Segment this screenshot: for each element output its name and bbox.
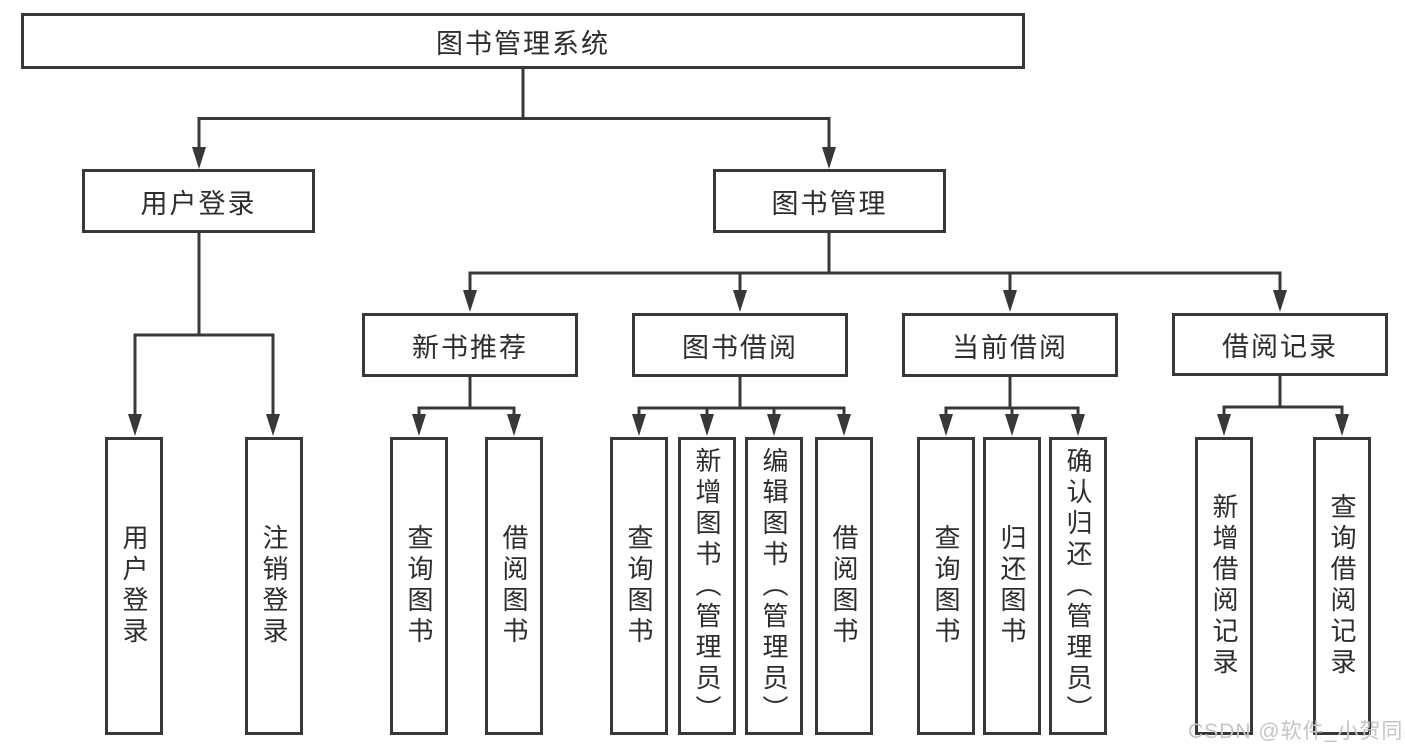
leaf-return-books: 归还图书: [983, 437, 1041, 735]
leaf-add-borrow-record: 新增借阅记录: [1195, 437, 1253, 735]
leaf-borrow-books-recommend: 借阅图书: [485, 437, 543, 735]
node-book-borrow: 图书借阅: [632, 313, 848, 377]
leaf-user-login: 用户登录: [105, 437, 163, 735]
leaf-query-borrow-record: 查询借阅记录: [1313, 437, 1371, 735]
leaf-borrow-books: 借阅图书: [815, 437, 873, 735]
node-user-login: 用户登录: [82, 169, 315, 233]
connector-paths: [133, 67, 1344, 419]
node-current-borrow: 当前借阅: [902, 313, 1118, 377]
leaf-confirm-return-admin: 确认归还（管理员）: [1049, 437, 1107, 735]
node-book-management: 图书管理: [713, 169, 946, 233]
leaf-query-books-borrow: 查询图书: [610, 437, 668, 735]
leaf-query-books-recommend: 查询图书: [390, 437, 448, 735]
leaf-query-books-current: 查询图书: [917, 437, 975, 735]
leaf-logout: 注销登录: [245, 437, 303, 735]
node-borrow-records: 借阅记录: [1172, 313, 1388, 376]
node-root-library-system: 图书管理系统: [21, 13, 1025, 69]
node-new-book-recommend: 新书推荐: [362, 313, 578, 377]
watermark: CSDN @软件_小贺同学: [1188, 720, 1405, 743]
connector-arrowheads: [128, 147, 1349, 436]
leaf-edit-books-admin: 编辑图书（管理员）: [745, 437, 803, 735]
leaf-add-books-admin: 新增图书（管理员）: [678, 437, 736, 735]
